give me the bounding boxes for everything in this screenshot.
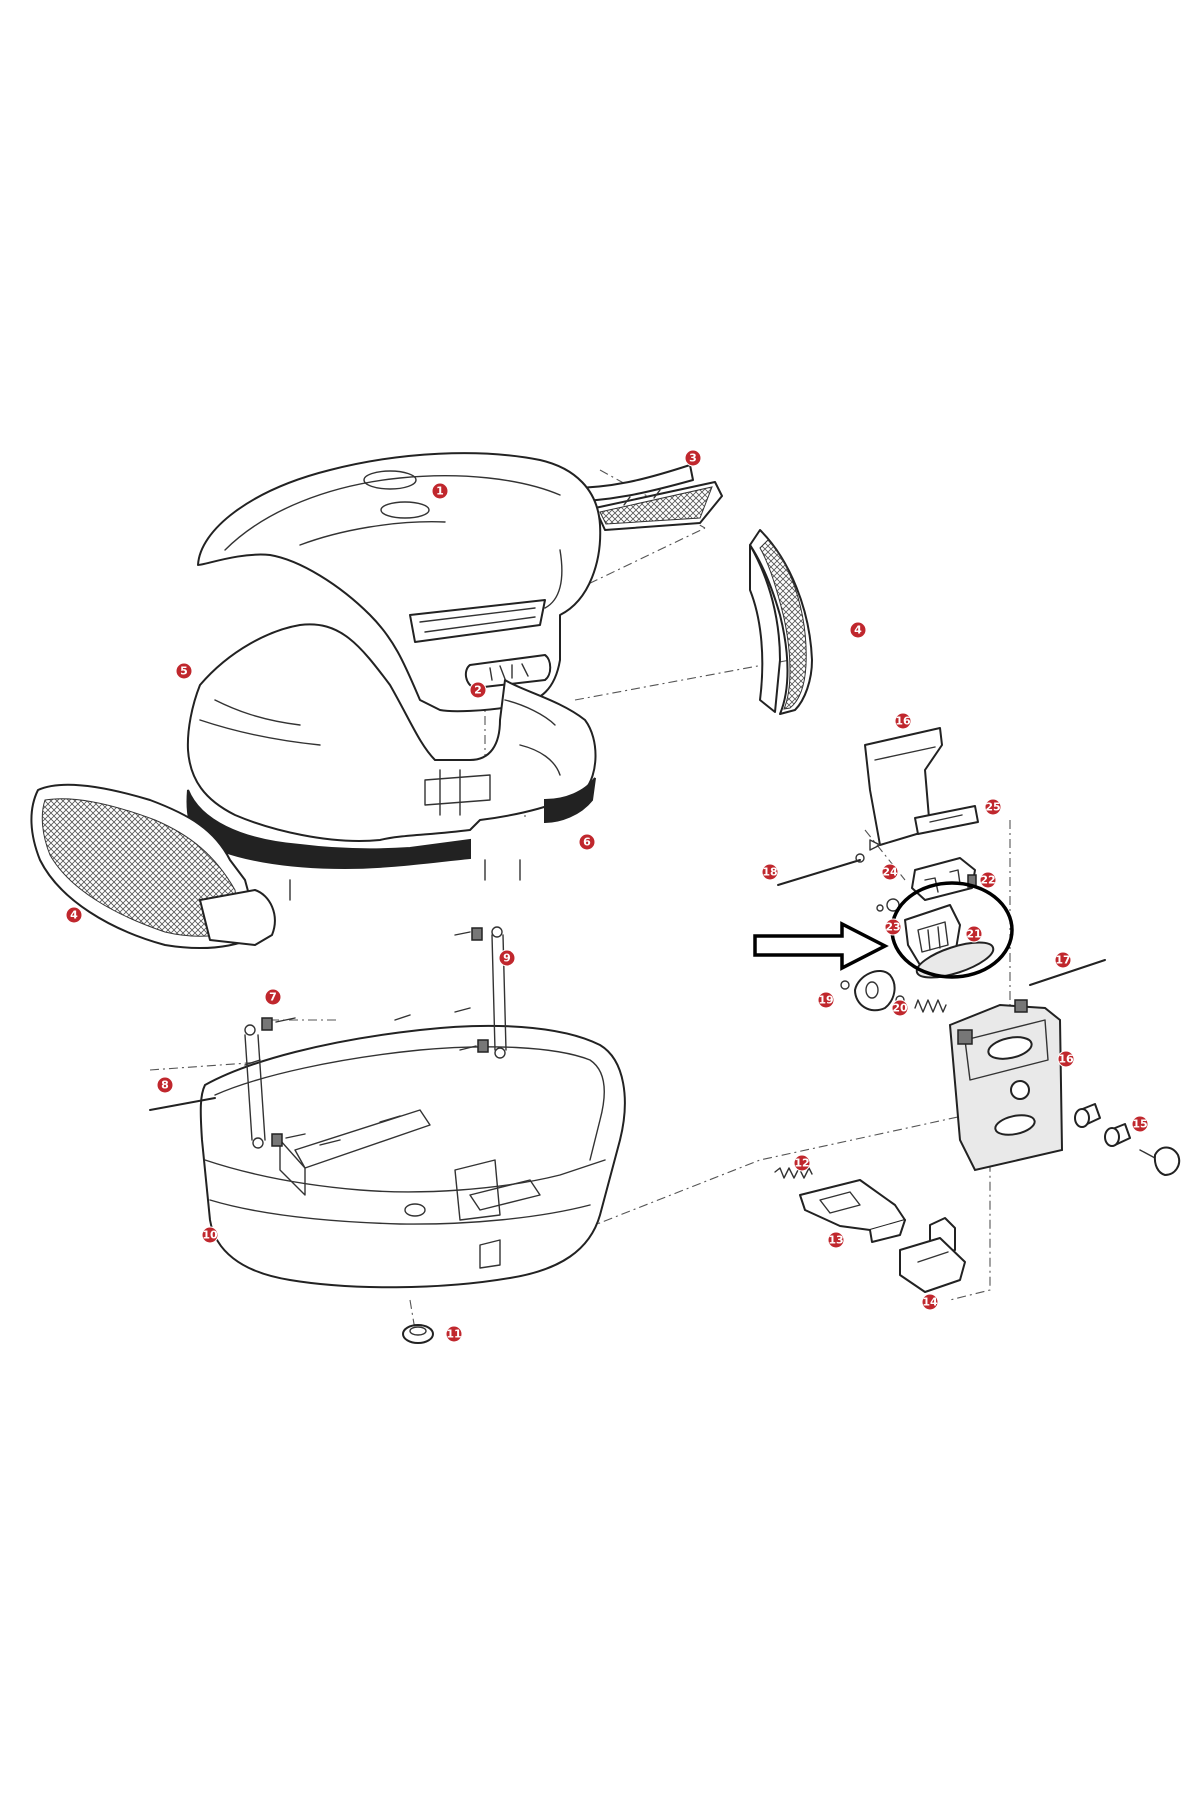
svg-text:2: 2 [474, 684, 482, 697]
callout-11: 11 [445, 1325, 463, 1343]
part-4-right-side-panel [749, 529, 813, 715]
callout-8: 8 [156, 1076, 174, 1094]
svg-text:19: 19 [818, 994, 833, 1007]
svg-text:18: 18 [762, 866, 777, 879]
svg-text:21: 21 [966, 928, 981, 941]
callout-24: 24 [881, 863, 899, 881]
part-8-pin [149, 1097, 216, 1111]
callout-17: 17 [1054, 951, 1072, 969]
callout-20: 20 [891, 999, 909, 1017]
callout-22: 22 [979, 871, 997, 889]
part-19-lock-cam [840, 970, 896, 1012]
callout-19: 19 [817, 991, 835, 1009]
part-3-grille-strip [554, 464, 723, 531]
callout-7: 7 [264, 988, 282, 1006]
callout-4-right: 4 [849, 621, 867, 639]
callout-badges: 1 2 3 4 4 5 6 7 [65, 449, 1149, 1343]
callout-16-upper: 16 [894, 712, 912, 730]
part-11-drain-cap [402, 1324, 434, 1344]
callout-14: 14 [921, 1293, 939, 1311]
part-4-left-side-panel [30, 783, 276, 949]
part-17-rod [1029, 959, 1106, 986]
svg-text:20: 20 [892, 1002, 908, 1015]
part-18-rod [777, 853, 865, 886]
svg-text:12: 12 [794, 1157, 809, 1170]
lid-screws [289, 859, 521, 901]
callout-21: 21 [965, 925, 983, 943]
svg-text:11: 11 [446, 1328, 461, 1341]
callout-23: 23 [884, 918, 902, 936]
svg-text:3: 3 [689, 452, 697, 465]
svg-text:7: 7 [269, 991, 277, 1004]
callout-10: 10 [201, 1226, 219, 1244]
part-1-lid-cover [197, 452, 602, 713]
part-25-label [914, 805, 979, 835]
svg-text:10: 10 [202, 1229, 218, 1242]
callout-16-lower: 16 [1057, 1050, 1075, 1068]
svg-text:4: 4 [854, 624, 862, 637]
callout-1: 1 [431, 482, 449, 500]
part-10-base-shell [199, 1007, 626, 1289]
callout-13: 13 [827, 1231, 845, 1249]
callout-25: 25 [984, 798, 1002, 816]
part-24-lock-bracket [911, 857, 976, 901]
callout-4-left: 4 [65, 906, 83, 924]
callout-3: 3 [684, 449, 702, 467]
callout-6: 6 [578, 833, 596, 851]
part-12-spring [774, 1167, 813, 1179]
svg-text:1: 1 [436, 485, 444, 498]
svg-text:17: 17 [1055, 954, 1070, 967]
svg-text:25: 25 [985, 801, 1000, 814]
callout-2: 2 [469, 681, 487, 699]
part-16-lock-housing [948, 999, 1064, 1172]
svg-text:9: 9 [503, 952, 511, 965]
part-13-slide-plate [799, 1179, 906, 1243]
part-5-lid-shell [186, 623, 597, 842]
svg-text:23: 23 [885, 921, 900, 934]
badge-dot [431, 482, 449, 500]
svg-text:15: 15 [1132, 1118, 1147, 1131]
annotation-arrow [753, 921, 889, 971]
svg-text:8: 8 [161, 1079, 169, 1092]
part-21-release-handle [904, 904, 995, 979]
svg-text:6: 6 [583, 836, 591, 849]
svg-text:5: 5 [180, 665, 188, 678]
part-14-latch-block [899, 1217, 966, 1293]
callout-9: 9 [498, 949, 516, 967]
svg-text:13: 13 [828, 1234, 843, 1247]
callout-15: 15 [1131, 1115, 1149, 1133]
part-7-9-lid-straps [244, 926, 507, 1149]
part-23-washer [876, 898, 900, 912]
svg-text:16: 16 [1058, 1053, 1074, 1066]
svg-text:24: 24 [882, 866, 898, 879]
callout-18: 18 [761, 863, 779, 881]
svg-text:16: 16 [895, 715, 911, 728]
svg-text:22: 22 [980, 874, 995, 887]
callout-12: 12 [793, 1154, 811, 1172]
svg-text:14: 14 [922, 1296, 938, 1309]
callout-5: 5 [175, 662, 193, 680]
part-15-key-cylinder [1074, 1103, 1181, 1176]
svg-text:4: 4 [70, 909, 78, 922]
